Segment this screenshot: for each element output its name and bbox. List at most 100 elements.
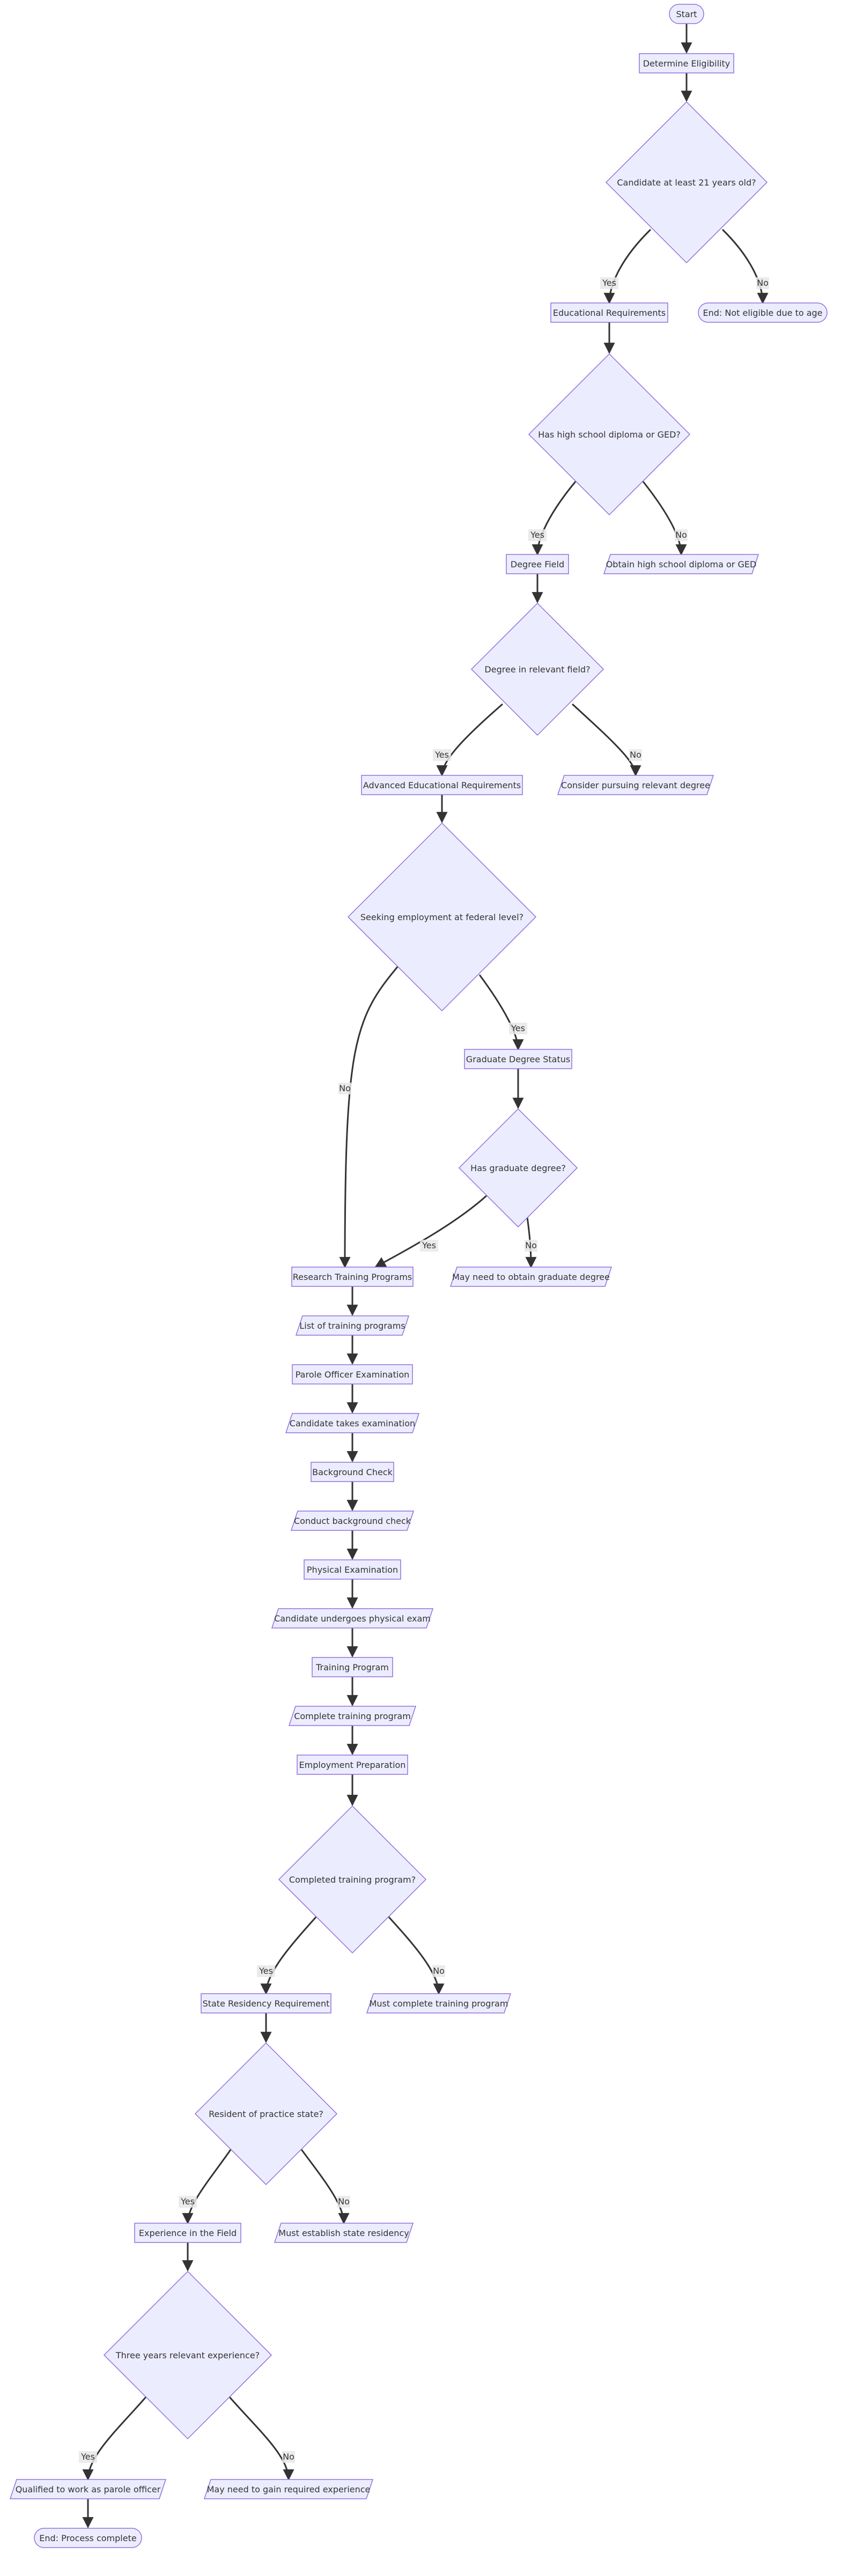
node-label: Advanced Educational Requirements bbox=[363, 780, 521, 790]
node-determine: Determine Eligibility bbox=[639, 53, 734, 73]
node-takesExam: Candidate takes examination bbox=[285, 1413, 420, 1433]
node-listTrain: List of training programs bbox=[295, 1315, 410, 1336]
edge-label-expq-to-mayExp: No bbox=[282, 2451, 295, 2463]
node-label: Experience in the Field bbox=[139, 2228, 237, 2238]
node-degq: Degree in relevant field? bbox=[470, 602, 604, 736]
node-resq: Resident of practice state? bbox=[194, 2042, 338, 2186]
node-advEdu: Advanced Educational Requirements bbox=[361, 775, 523, 795]
node-poExam: Parole Officer Examination bbox=[292, 1364, 413, 1385]
edge-fedq-to-gradStatus bbox=[478, 974, 524, 1051]
svg-text:Yes: Yes bbox=[180, 2196, 195, 2207]
svg-text:No: No bbox=[630, 750, 641, 760]
node-label: Seeking employment at federal level? bbox=[360, 912, 523, 922]
node-label: Must establish state residency bbox=[278, 2228, 409, 2238]
node-label: Has high school diploma or GED? bbox=[538, 430, 681, 440]
edge-age-to-eduReq bbox=[603, 228, 652, 305]
node-age: Candidate at least 21 years old? bbox=[605, 101, 768, 264]
svg-text:Yes: Yes bbox=[422, 1240, 436, 1250]
node-label: Complete training program bbox=[294, 1711, 411, 1721]
svg-text:Yes: Yes bbox=[530, 530, 544, 540]
node-eduReq: Educational Requirements bbox=[550, 302, 668, 323]
node-considerDeg: Consider pursuing relevant degree bbox=[557, 775, 714, 795]
node-gradq: Has graduate degree? bbox=[458, 1108, 578, 1228]
node-mustRes: Must establish state residency bbox=[274, 2223, 414, 2243]
edge-hsq-to-obtainHs bbox=[642, 481, 687, 556]
node-empPrep: Employment Preparation bbox=[297, 1755, 408, 1775]
node-label: May need to gain required experience bbox=[207, 2484, 371, 2494]
node-stateRes: State Residency Requirement bbox=[201, 1993, 331, 2014]
node-label: Physical Examination bbox=[307, 1565, 398, 1575]
edge-label-degq-to-considerDeg: No bbox=[629, 749, 642, 761]
node-label: Start bbox=[676, 9, 697, 19]
node-endDone: End: Process complete bbox=[34, 2528, 142, 2548]
edge-label-fedq-to-gradStatus: Yes bbox=[509, 1023, 527, 1034]
edge-label-gradq-to-mayGrad: No bbox=[525, 1240, 537, 1252]
node-research: Research Training Programs bbox=[291, 1267, 414, 1287]
node-label: Background Check bbox=[312, 1467, 393, 1477]
node-label: Candidate at least 21 years old? bbox=[617, 177, 756, 188]
svg-text:No: No bbox=[339, 1083, 351, 1093]
edge-label-resq-to-mustRes: No bbox=[337, 2196, 350, 2208]
node-start: Start bbox=[669, 4, 704, 24]
node-label: List of training programs bbox=[299, 1321, 405, 1331]
node-expq: Three years relevant experience? bbox=[103, 2270, 272, 2440]
node-label: Candidate undergoes physical exam bbox=[274, 1613, 431, 1624]
node-trainq: Completed training program? bbox=[278, 1805, 427, 1954]
svg-text:No: No bbox=[675, 530, 687, 540]
node-qualified: Qualified to work as parole officer bbox=[9, 2479, 167, 2499]
svg-text:No: No bbox=[757, 278, 769, 288]
node-bgCheck: Background Check bbox=[311, 1462, 394, 1482]
edge-age-to-endAge bbox=[721, 228, 769, 305]
svg-text:Yes: Yes bbox=[602, 278, 616, 288]
edge-label-degq-to-advEdu: Yes bbox=[433, 749, 451, 761]
node-label: Consider pursuing relevant degree bbox=[561, 780, 710, 790]
svg-text:Yes: Yes bbox=[434, 750, 449, 760]
node-conductBg: Conduct background check bbox=[290, 1511, 415, 1531]
node-label: Candidate takes examination bbox=[290, 1418, 415, 1428]
node-label: Parole Officer Examination bbox=[296, 1370, 410, 1380]
svg-text:No: No bbox=[525, 1240, 537, 1250]
node-label: Training Program bbox=[315, 1662, 389, 1672]
node-gradStatus: Graduate Degree Status bbox=[464, 1049, 572, 1069]
edge-expq-to-qualified bbox=[82, 2395, 148, 2481]
edge-label-resq-to-expField: Yes bbox=[179, 2196, 197, 2208]
node-label: End: Not eligible due to age bbox=[703, 308, 822, 318]
edge-label-hsq-to-obtainHs: No bbox=[675, 529, 688, 541]
edge-expq-to-mayExp bbox=[227, 2395, 294, 2481]
node-degField: Degree Field bbox=[506, 554, 569, 574]
node-mayExp: May need to gain required experience bbox=[203, 2479, 374, 2499]
edge-degq-to-advEdu bbox=[436, 703, 503, 777]
edge-hsq-to-degField bbox=[532, 481, 577, 556]
svg-text:Yes: Yes bbox=[80, 2452, 95, 2462]
edge-gradq-to-research bbox=[374, 1195, 488, 1268]
node-physExam: Physical Examination bbox=[304, 1559, 401, 1580]
svg-text:No: No bbox=[283, 2452, 294, 2462]
node-label: Completed training program? bbox=[289, 1875, 416, 1885]
node-label: Obtain high school diploma or GED bbox=[606, 559, 757, 569]
svg-text:No: No bbox=[338, 2196, 350, 2207]
node-label: Must complete training program bbox=[370, 1998, 508, 2009]
node-label: Determine Eligibility bbox=[643, 58, 731, 69]
node-obtainHs: Obtain high school diploma or GED bbox=[603, 554, 759, 574]
edge-label-hsq-to-degField: Yes bbox=[528, 529, 547, 541]
node-fedq: Seeking employment at federal level? bbox=[347, 822, 537, 1012]
edge-resq-to-mustRes bbox=[299, 2148, 350, 2225]
node-label: Has graduate degree? bbox=[470, 1163, 566, 1173]
edge-degq-to-considerDeg bbox=[571, 703, 641, 777]
node-expField: Experience in the Field bbox=[134, 2223, 241, 2243]
node-label: Research Training Programs bbox=[293, 1272, 412, 1282]
node-trainProg: Training Program bbox=[312, 1657, 393, 1677]
edge-label-trainq-to-stateRes: Yes bbox=[257, 1965, 275, 1977]
node-label: Educational Requirements bbox=[553, 308, 666, 318]
edge-label-trainq-to-mustTrain: No bbox=[432, 1965, 445, 1977]
node-label: Graduate Degree Status bbox=[466, 1054, 570, 1064]
edge-trainq-to-mustTrain bbox=[387, 1915, 445, 1995]
node-endAge: End: Not eligible due to age bbox=[698, 302, 828, 323]
svg-text:Yes: Yes bbox=[259, 1966, 273, 1976]
edge-fedq-to-research bbox=[339, 966, 399, 1269]
node-label: Three years relevant experience? bbox=[115, 2350, 260, 2360]
node-label: Degree Field bbox=[511, 559, 564, 569]
node-label: Degree in relevant field? bbox=[484, 664, 590, 675]
node-label: State Residency Requirement bbox=[203, 1998, 330, 2009]
edge-label-gradq-to-research: Yes bbox=[420, 1240, 438, 1252]
